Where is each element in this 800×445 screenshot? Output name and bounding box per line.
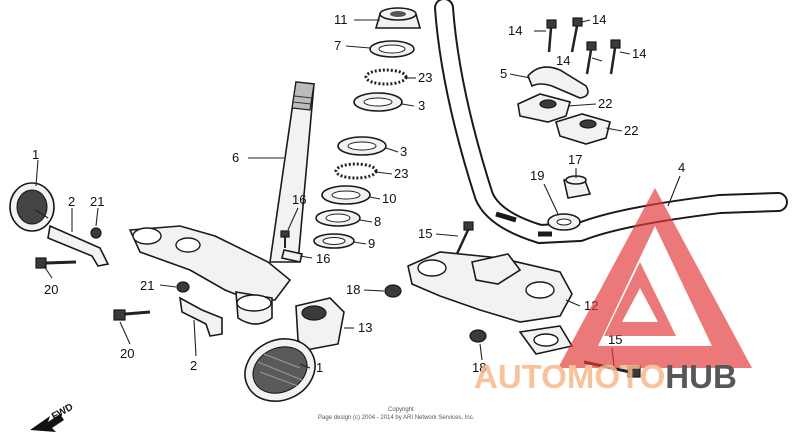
upper-holder-22-b [555, 113, 611, 145]
watermark-word-automoto: AUTOMOTO [474, 358, 665, 395]
label-3-lower: 3 [400, 144, 407, 159]
part-labels: 1 2 21 20 21 20 2 1 6 16 16 11 7 23 3 3 … [32, 12, 685, 375]
label-16-lower: 16 [316, 251, 330, 266]
label-4: 4 [678, 160, 685, 175]
washer-19 [547, 213, 581, 231]
label-10: 10 [382, 191, 396, 206]
bearing-cone-3-top [353, 92, 403, 112]
label-6: 6 [232, 150, 239, 165]
lower-triple-clamp [128, 225, 292, 325]
label-1-top: 1 [32, 147, 39, 162]
bracket-top [47, 224, 110, 267]
label-17: 17 [568, 152, 582, 167]
reflector-disc-bottom [244, 338, 316, 402]
label-15-upper: 15 [418, 226, 432, 241]
washer-9 [313, 233, 355, 249]
copyright-line-2: Page design (c) 2004 - 2014 by ARI Netwo… [318, 415, 475, 421]
stem-nut-17 [563, 175, 592, 199]
leader-lines [35, 19, 681, 369]
label-23-upper: 23 [418, 70, 432, 85]
nut-18-right [469, 329, 487, 343]
copyright-line-1: Copyright [388, 407, 414, 413]
automotohub-watermark: AUTOMOTOHUB [474, 188, 752, 395]
reflector-disc-top [9, 182, 55, 232]
bearing-cone-3-lower [337, 136, 387, 156]
steering-stem [269, 81, 315, 263]
label-14-b: 14 [592, 12, 606, 27]
label-2-top: 2 [68, 194, 75, 209]
bolt-20-bottom [113, 309, 151, 321]
nut-21-bottom [176, 281, 190, 293]
watermark-triangle-icon [558, 188, 752, 368]
label-19: 19 [530, 168, 544, 183]
ball-race-23-top [364, 68, 408, 86]
label-20-bottom: 20 [120, 346, 134, 361]
bearing-cone-10 [321, 185, 371, 205]
label-1-bottom: 1 [316, 360, 323, 375]
ball-race-23-lower [334, 162, 378, 180]
label-18-right: 18 [472, 360, 486, 375]
label-14-c: 14 [556, 53, 570, 68]
label-22-lower: 22 [624, 123, 638, 138]
bolt-16 [280, 230, 290, 248]
watermark-word-hub: HUB [665, 358, 737, 395]
label-7: 7 [334, 38, 341, 53]
holder-plate-5 [527, 66, 589, 99]
cable-bracket [295, 297, 345, 351]
nut-18-left [384, 284, 402, 298]
bracket-bottom [178, 296, 223, 337]
dust-seal-8 [315, 209, 361, 227]
upper-holder-22-a [517, 93, 571, 123]
label-18-left: 18 [346, 282, 360, 297]
svg-text:AUTOMOTOHUB: AUTOMOTOHUB [474, 358, 737, 395]
label-14-a: 14 [508, 23, 522, 38]
label-5: 5 [500, 66, 507, 81]
label-21-bottom: 21 [140, 278, 154, 293]
label-11: 11 [334, 12, 348, 27]
bolt-20-top [35, 257, 77, 269]
label-21-top: 21 [90, 194, 104, 209]
bolt-15-upper [454, 221, 474, 257]
forward-arrow: FWD [30, 402, 75, 432]
label-8: 8 [374, 214, 381, 229]
label-9: 9 [368, 236, 375, 251]
seal-7 [369, 40, 415, 58]
top-nut-11 [374, 7, 422, 29]
washer-16 [281, 249, 303, 263]
label-2-bottom: 2 [190, 358, 197, 373]
label-14-d: 14 [632, 46, 646, 61]
upper-triple-clamp [407, 251, 574, 355]
label-16-upper: 16 [292, 192, 306, 207]
label-13: 13 [358, 320, 372, 335]
label-20-top: 20 [44, 282, 58, 297]
label-3-upper: 3 [418, 98, 425, 113]
label-22-upper: 22 [598, 96, 612, 111]
label-23-lower: 23 [394, 166, 408, 181]
